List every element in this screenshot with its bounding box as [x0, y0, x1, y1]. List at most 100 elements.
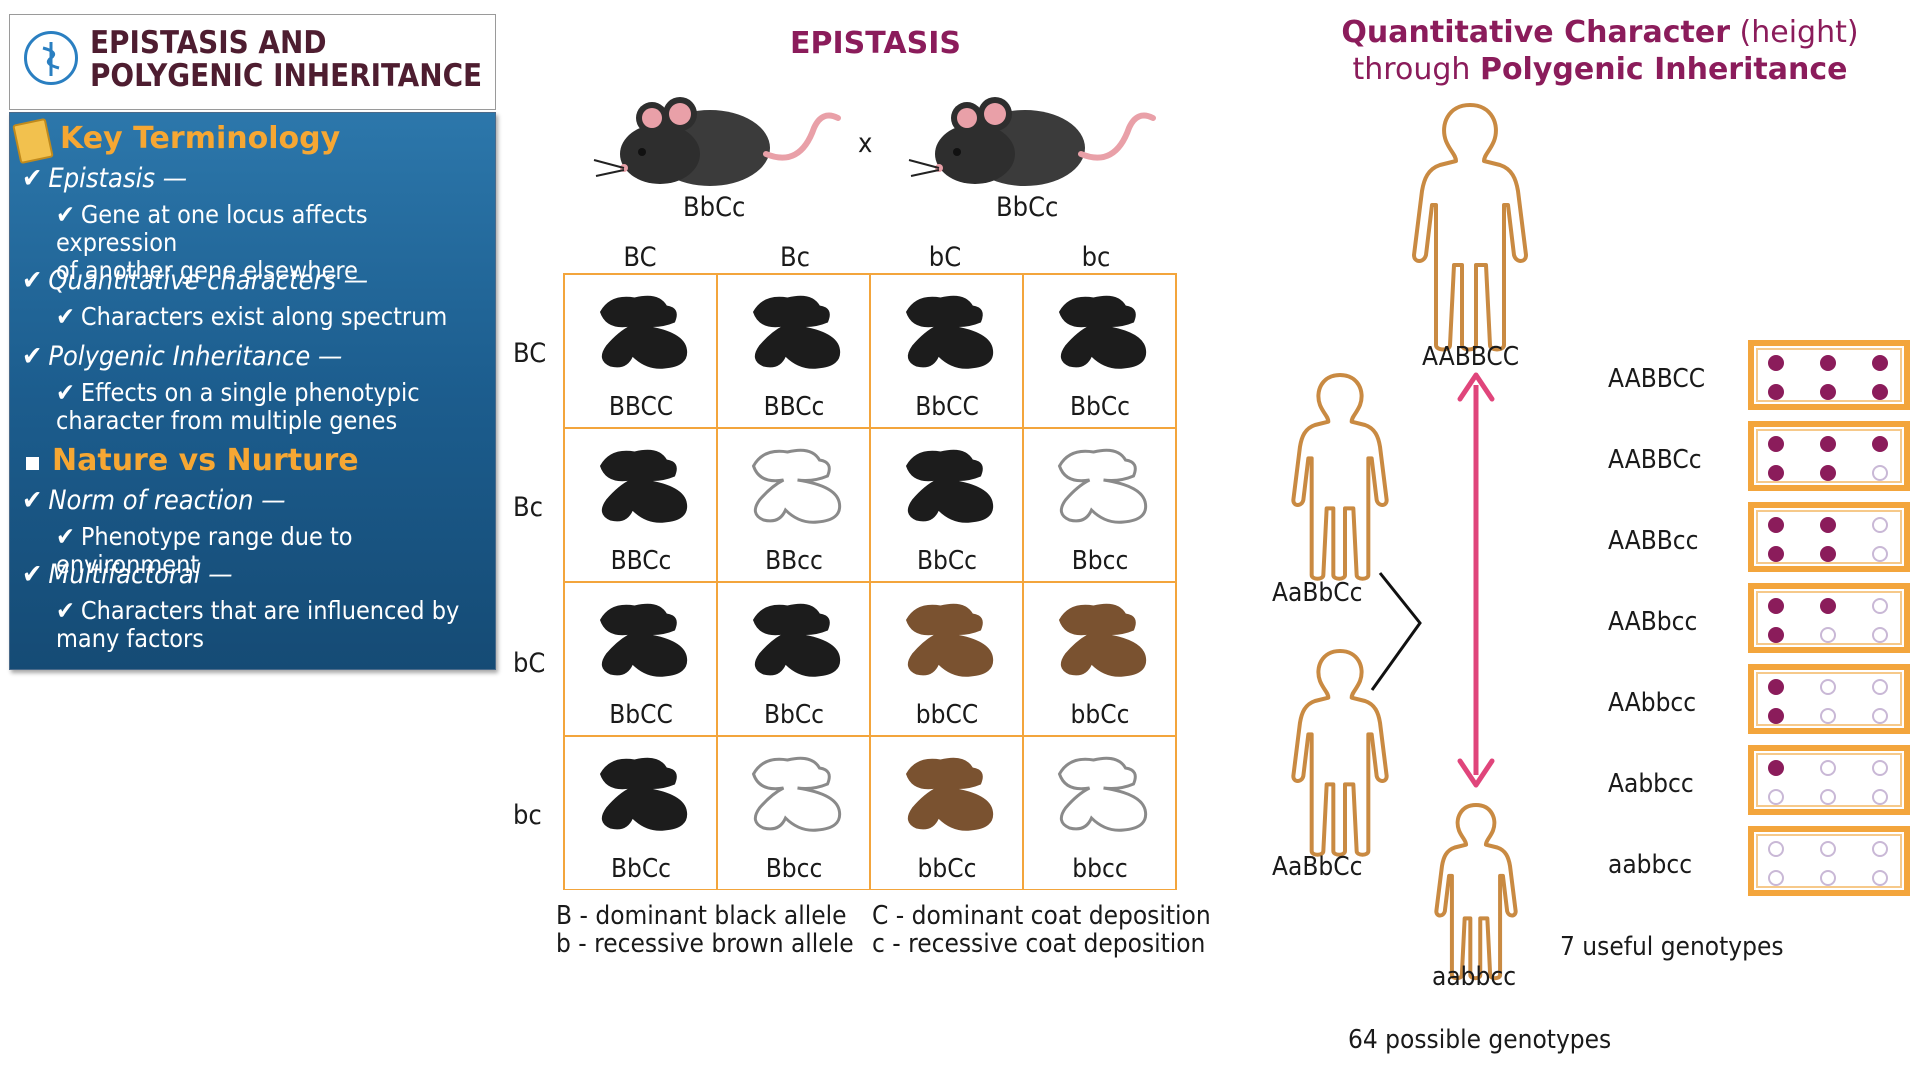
allele-dot-empty	[1872, 789, 1888, 805]
shortest-genotype-label: aabbcc	[1432, 962, 1517, 992]
coat-phenotype-white-icon	[1057, 756, 1148, 832]
coat-phenotype-black-icon	[599, 449, 688, 523]
term-polygenic-definition: ✔Effects on a single phenotypic characte…	[56, 378, 420, 435]
genotype-row-label: aabbcc	[1608, 850, 1693, 880]
punnett-cell	[1022, 735, 1177, 890]
allele-dot-empty	[1872, 627, 1888, 643]
allele-dot-filled	[1820, 355, 1836, 371]
allele-dot-empty	[1768, 789, 1784, 805]
cell-genotype-label: BBcc	[765, 546, 823, 576]
allele-dot-box	[1748, 340, 1910, 410]
cell-genotype-label: bbcc	[1072, 854, 1128, 884]
legend-c-alleles: C - dominant coat deposition c - recessi…	[872, 901, 1211, 959]
allele-dot-box	[1748, 421, 1910, 491]
allele-dot-empty	[1872, 760, 1888, 776]
term-multifactoral: ✔Multifactoral —	[22, 559, 233, 590]
allele-dot-box	[1748, 502, 1910, 572]
allele-dot-filled	[1820, 436, 1836, 452]
allele-dot-empty	[1872, 517, 1888, 533]
term-norm-definition: ✔Phenotype range due to environment	[56, 522, 353, 579]
allele-dot-empty	[1872, 465, 1888, 481]
coat-phenotype-black-icon	[599, 757, 688, 831]
row-header-1: BC	[513, 338, 547, 369]
term-norm-of-reaction: ✔Norm of reaction —	[22, 485, 286, 516]
coat-phenotype-white-icon	[1057, 448, 1148, 524]
allele-dot-empty	[1820, 708, 1836, 724]
allele-dot-empty	[1768, 870, 1784, 886]
arrow-up-icon	[1457, 372, 1495, 402]
coat-phenotype-black-icon	[599, 295, 688, 369]
allele-dot-empty	[1820, 841, 1836, 857]
section-heading-nature-vs-nurture: Nature vs Nurture	[52, 443, 359, 478]
tall-person-icon	[1412, 103, 1528, 352]
coat-phenotype-black-icon	[905, 449, 994, 523]
title-box: EPISTASIS AND POLYGENIC INHERITANCE	[9, 14, 496, 110]
coat-phenotype-black-icon	[1058, 295, 1147, 369]
genotype-row-label: AAbbcc	[1608, 688, 1697, 718]
allele-dot-filled	[1768, 546, 1784, 562]
genotype-row-label: AABBCC	[1608, 364, 1706, 394]
row-header-2: Bc	[513, 492, 544, 523]
epistasis-title: EPISTASIS	[790, 26, 961, 61]
merge-bracket	[1370, 572, 1422, 691]
allele-dot-box	[1748, 664, 1910, 734]
cell-genotype-label: BbCC	[915, 392, 979, 422]
allele-dot-filled	[1820, 384, 1836, 400]
allele-dot-filled	[1768, 355, 1784, 371]
people-diagram	[1291, 103, 1528, 981]
allele-dot-empty	[1820, 870, 1836, 886]
allele-dot-box	[1748, 745, 1910, 815]
cell-genotype-label: Bbcc	[1071, 546, 1129, 576]
cell-genotype-label: BBCc	[610, 546, 672, 576]
cell-genotype-label: BbCc	[610, 854, 672, 884]
allele-dot-filled	[1820, 598, 1836, 614]
cell-genotype-label: BbCC	[609, 700, 673, 730]
coat-phenotype-black-icon	[905, 295, 994, 369]
genotype-row-label: AABBcc	[1608, 526, 1699, 556]
page-title: EPISTASIS AND POLYGENIC INHERITANCE	[90, 25, 483, 94]
term-polygenic-inheritance: ✔Polygenic Inheritance —	[22, 341, 343, 372]
punnett-grid	[563, 273, 1177, 890]
allele-dot-empty	[1768, 841, 1784, 857]
short-person-icon	[1434, 802, 1518, 981]
square-bullet-icon	[26, 457, 39, 470]
coat-phenotype-black-icon	[599, 603, 688, 677]
term-quantitative-characters: ✔Quantitative characters —	[22, 265, 369, 296]
allele-dot-filled	[1872, 355, 1888, 371]
useful-genotypes-label: 7 useful genotypes	[1560, 932, 1784, 962]
genotype-row-label: Aabbcc	[1608, 769, 1694, 799]
terminology-panel: Key Terminology ✔Epistasis — ✔Gene at on…	[9, 112, 496, 670]
row-header-4: bc	[513, 800, 542, 831]
allele-dot-empty	[1872, 679, 1888, 695]
allele-dot-filled	[1872, 436, 1888, 452]
notebook-icon	[12, 117, 54, 165]
parent-genotype-left: BbCc	[683, 192, 746, 223]
allele-dot-empty	[1872, 708, 1888, 724]
allele-dot-filled	[1768, 517, 1784, 533]
section-heading-key-terminology: Key Terminology	[60, 121, 341, 156]
allele-dot-filled	[1820, 465, 1836, 481]
polygenic-title: Quantitative Character (height) through …	[1341, 15, 1859, 87]
coat-phenotype-white-icon	[751, 756, 842, 832]
allele-dot-filled	[1768, 708, 1784, 724]
mouse-icon-left	[593, 97, 841, 186]
allele-dot-empty	[1820, 789, 1836, 805]
row-header-3: bC	[513, 648, 546, 679]
cell-genotype-label: BBCc	[763, 392, 825, 422]
possible-genotypes-label: 64 possible genotypes	[1348, 1025, 1612, 1055]
cell-genotype-label: Bbcc	[765, 854, 823, 884]
allele-dot-filled	[1768, 679, 1784, 695]
tallest-genotype-label: AABBCC	[1422, 342, 1520, 372]
legend-b-alleles: B - dominant black allele b - recessive …	[556, 901, 854, 959]
col-header-3: bC	[928, 242, 962, 273]
allele-dot-empty	[1872, 870, 1888, 886]
cell-genotype-label: BBCC	[608, 392, 674, 422]
term-epistasis: ✔Epistasis —	[22, 163, 188, 194]
allele-dot-empty	[1820, 760, 1836, 776]
allele-dot-empty	[1872, 546, 1888, 562]
genotype-row-label: AABbcc	[1608, 607, 1698, 637]
allele-dot-filled	[1872, 384, 1888, 400]
allele-dot-empty	[1820, 679, 1836, 695]
coat-phenotype-brown-icon	[905, 603, 994, 677]
allele-dot-box	[1748, 583, 1910, 653]
